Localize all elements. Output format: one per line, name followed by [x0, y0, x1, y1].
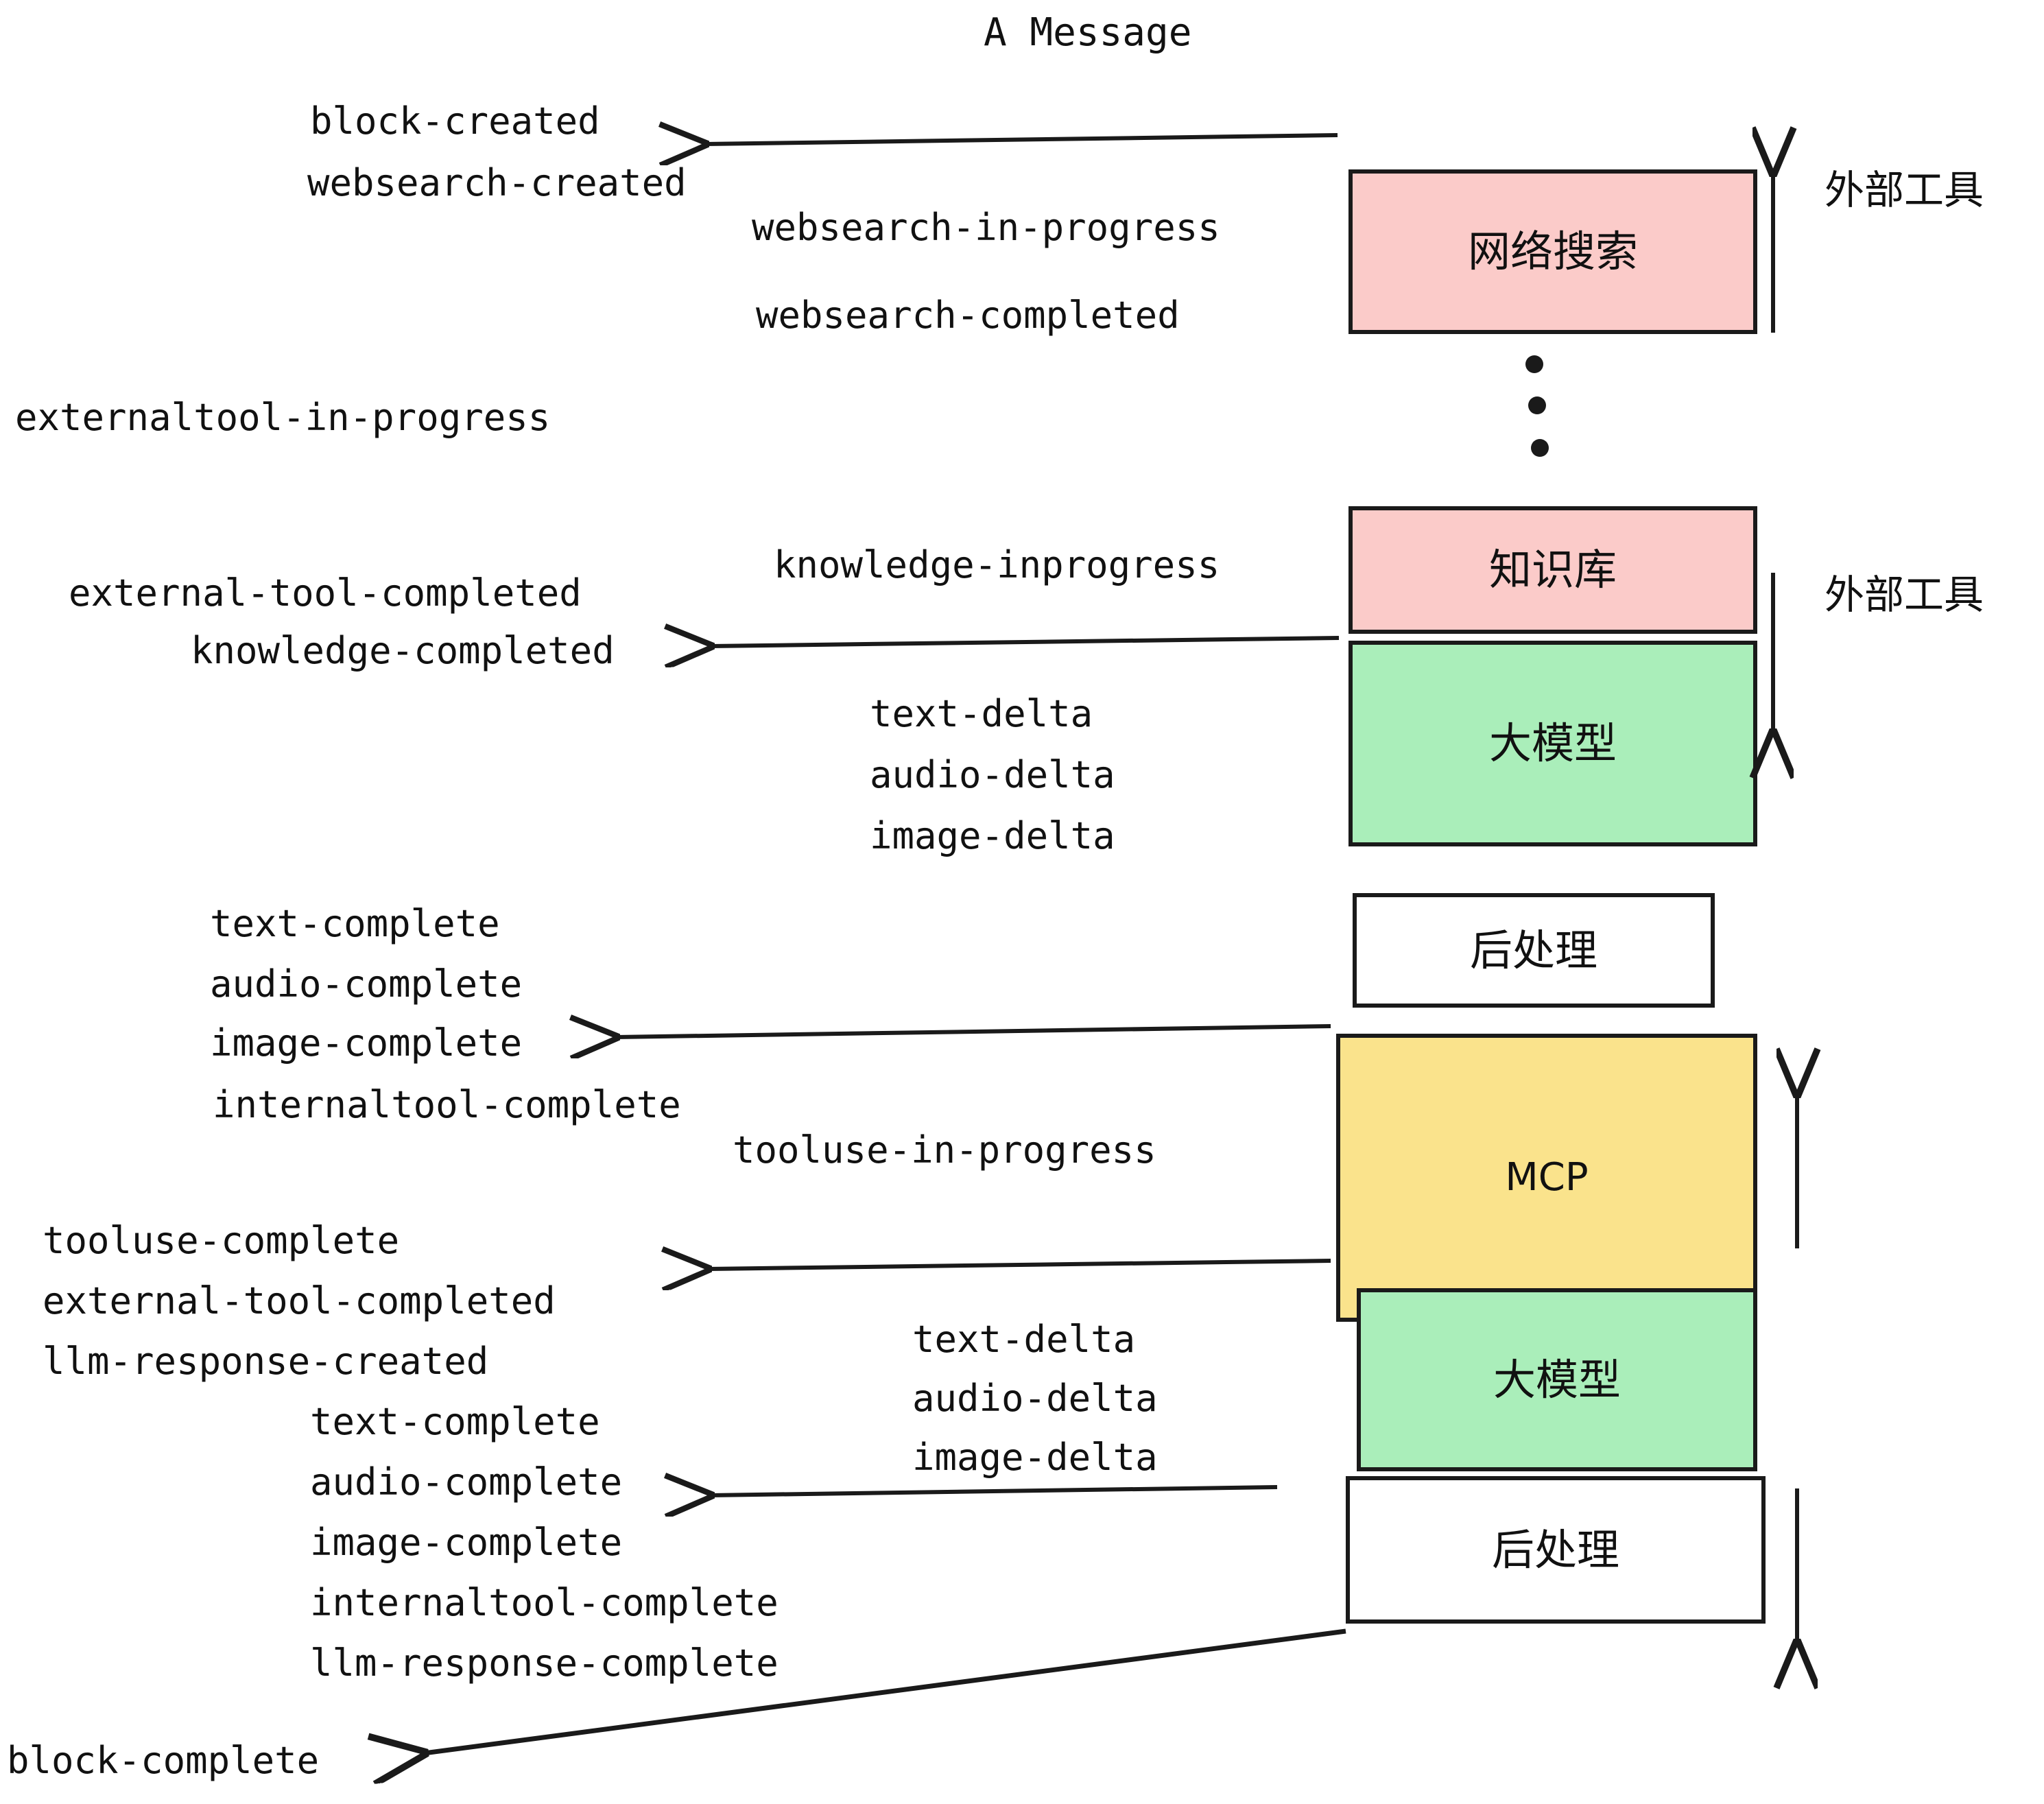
component-box-post-2: 后处理	[1346, 1476, 1766, 1624]
ellipsis-dot-1	[1525, 355, 1543, 373]
ellipsis-dot-3	[1531, 439, 1549, 457]
event-label-image-delta-1: image-delta	[870, 814, 1115, 857]
event-label-external-tool-completed-1: external-tool-completed	[69, 571, 582, 615]
event-label-text-complete-2: text-complete	[310, 1400, 600, 1443]
event-label-internaltool-complete-2: internaltool-complete	[310, 1581, 779, 1624]
event-label-tooluse-complete: tooluse-complete	[43, 1219, 400, 1262]
event-label-tooluse-in-progress: tooluse-in-progress	[733, 1128, 1156, 1172]
event-label-image-complete-1: image-complete	[210, 1021, 523, 1065]
event-label-websearch-completed: websearch-completed	[756, 294, 1180, 337]
component-box-websearch: 网络搜索	[1348, 169, 1757, 334]
component-box-label: 大模型	[1493, 1354, 1621, 1405]
event-label-audio-complete-2: audio-complete	[310, 1460, 623, 1504]
component-box-post-1: 后处理	[1353, 893, 1715, 1008]
event-label-audio-delta-1: audio-delta	[870, 753, 1115, 796]
event-label-image-complete-2: image-complete	[310, 1521, 623, 1564]
event-label-block-complete: block-complete	[7, 1739, 320, 1782]
arrow-knowledge-completed	[711, 638, 1340, 646]
event-label-knowledge-completed: knowledge-completed	[191, 629, 615, 672]
event-label-internaltool-complete-1: internaltool-complete	[213, 1083, 681, 1126]
event-label-audio-delta-2: audio-delta	[912, 1377, 1158, 1420]
event-label-knowledge-inprogress: knowledge-inprogress	[774, 543, 1220, 586]
component-box-label: 知识库	[1488, 545, 1617, 595]
arrow-audio-complete	[711, 1487, 1278, 1495]
component-box-mcp: MCP	[1336, 1034, 1757, 1322]
event-label-llm-response-created: llm-response-created	[43, 1340, 489, 1383]
page-title: A Message	[984, 10, 1192, 55]
component-box-label: 大模型	[1488, 718, 1617, 768]
component-box-knowledge: 知识库	[1348, 506, 1757, 634]
component-box-llm-1: 大模型	[1348, 641, 1757, 846]
event-label-externaltool-in-progress: externaltool-in-progress	[15, 396, 551, 439]
event-label-audio-complete-1: audio-complete	[210, 962, 523, 1006]
event-label-image-delta-2: image-delta	[912, 1436, 1158, 1479]
arrow-block-created	[705, 135, 1338, 144]
component-box-label: 网络搜索	[1467, 226, 1638, 276]
side-bracket-label-external-tools-bottom: 外部工具	[1825, 571, 1984, 618]
event-label-websearch-created: websearch-created	[307, 161, 687, 204]
event-label-websearch-in-progress: websearch-in-progress	[752, 206, 1220, 249]
component-box-llm-2: 大模型	[1357, 1288, 1757, 1471]
event-label-text-complete-1: text-complete	[210, 902, 500, 945]
arrow-image-complete	[616, 1026, 1331, 1037]
component-box-label: 后处理	[1469, 925, 1597, 975]
event-label-llm-response-complete: llm-response-complete	[310, 1641, 779, 1685]
side-bracket-label-external-tools-top: 外部工具	[1825, 167, 1984, 213]
component-box-label: 后处理	[1491, 1524, 1619, 1575]
component-box-label: MCP	[1505, 1155, 1589, 1200]
event-label-text-delta-2: text-delta	[912, 1318, 1136, 1361]
event-label-text-delta-1: text-delta	[870, 692, 1093, 735]
event-label-block-created: block-created	[310, 99, 600, 143]
event-label-external-tool-completed-2: external-tool-completed	[43, 1279, 556, 1322]
arrow-tooluse-complete	[708, 1261, 1331, 1269]
ellipsis-dot-2	[1528, 396, 1546, 414]
